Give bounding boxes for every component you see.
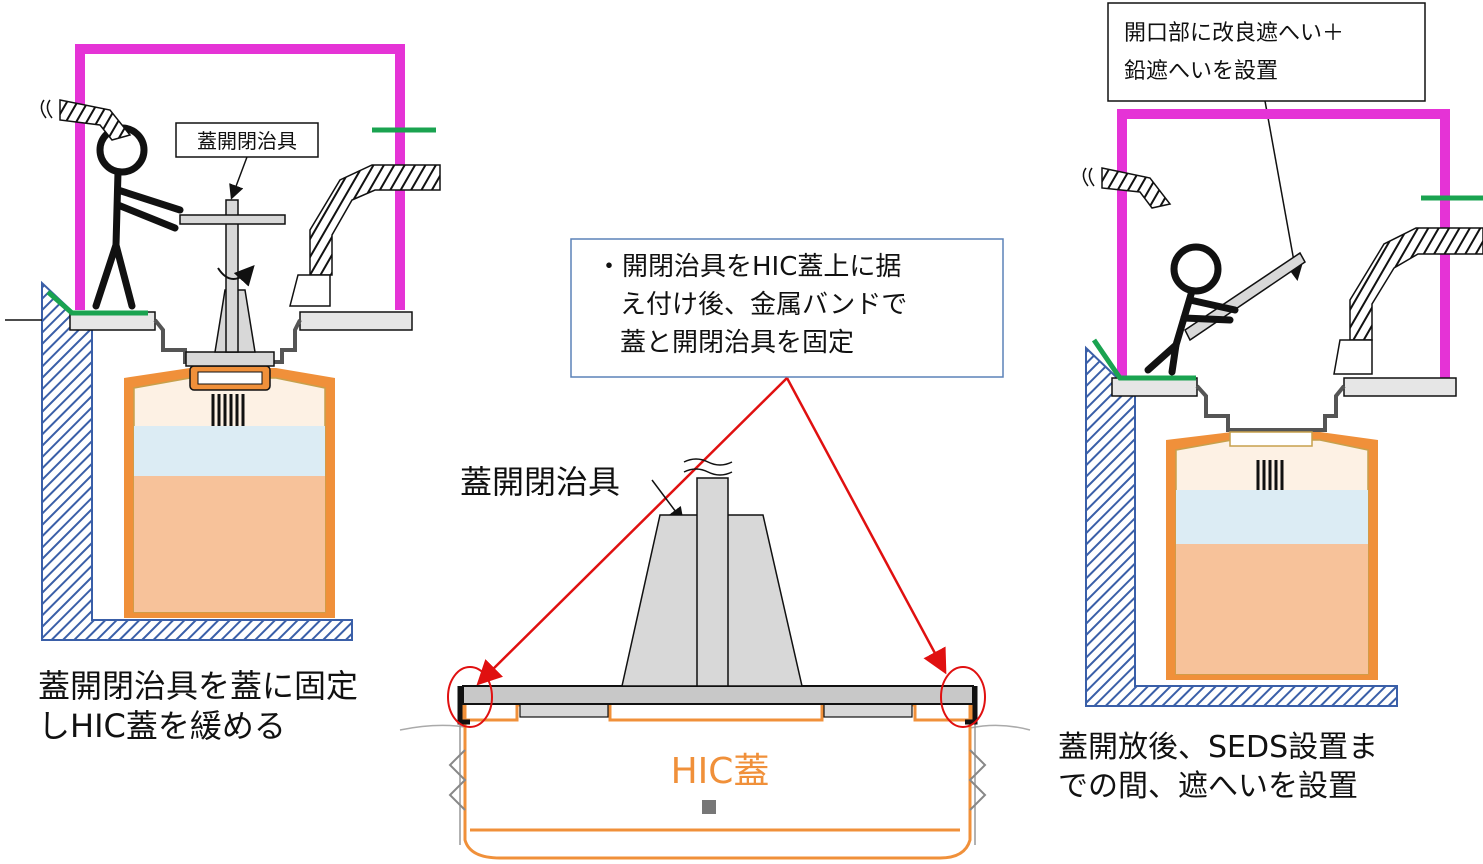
right-band-highlight xyxy=(940,666,986,728)
left-panel: 蓋開閉治具 蓋開閉治具を蓋に固定 しHIC蓋を緩める xyxy=(5,44,441,745)
left-tool-label-box xyxy=(175,122,319,158)
middle-tool-label: 蓋開閉治具 xyxy=(460,463,620,501)
left-floor-right xyxy=(299,311,413,331)
left-caption-line2: しHIC蓋を緩める xyxy=(38,707,286,745)
left-stick-figure-icon xyxy=(92,124,184,310)
left-duct-hose-right-icon xyxy=(289,164,441,307)
left-green-marker xyxy=(46,290,148,316)
right-hic-container xyxy=(1166,431,1378,680)
middle-lid-tool xyxy=(457,477,978,725)
left-hic-container xyxy=(124,365,335,618)
right-caption-line2: での間、遮へいを設置 xyxy=(1058,769,1358,804)
left-caption-line1: 蓋開閉治具を蓋に固定 xyxy=(38,667,358,705)
right-stick-figure-icon xyxy=(1144,243,1239,376)
left-duct-hose-icon xyxy=(40,99,132,141)
wavy-break-icon xyxy=(683,458,733,476)
right-note-line1: 開口部に改良遮へい＋ xyxy=(1124,21,1344,46)
right-note-line2: 鉛遮へいを設置 xyxy=(1124,59,1278,84)
left-band-highlight xyxy=(447,666,493,728)
middle-note-line1: ・開閉治具をHIC蓋上に据 xyxy=(596,252,901,282)
middle-note-line3: 蓋と開閉治具を固定 xyxy=(620,328,854,358)
middle-lid-label: HIC蓋 xyxy=(671,751,770,792)
middle-panel: ・開閉治具をHIC蓋上に据 え付け後、金属バンドで 蓋と開閉治具を固定 蓋開閉治… xyxy=(399,238,1031,860)
right-note-box xyxy=(1107,2,1426,102)
right-caption-line1: 蓋開放後、SEDS設置ま xyxy=(1058,730,1378,765)
left-tool-label: 蓋開閉治具 xyxy=(197,129,297,153)
middle-hic-lid xyxy=(399,690,1031,860)
middle-note-box xyxy=(570,238,1004,378)
right-duct-hose-right-icon xyxy=(1333,227,1483,375)
right-panel: 開口部に改良遮へい＋ 鉛遮へいを設置 xyxy=(1058,2,1483,804)
rotation-arrow-icon xyxy=(217,265,255,287)
left-lid-tool xyxy=(179,199,286,367)
right-duct-hose-icon xyxy=(1082,167,1172,209)
middle-note-line2: え付け後、金属バンドで xyxy=(620,290,907,320)
